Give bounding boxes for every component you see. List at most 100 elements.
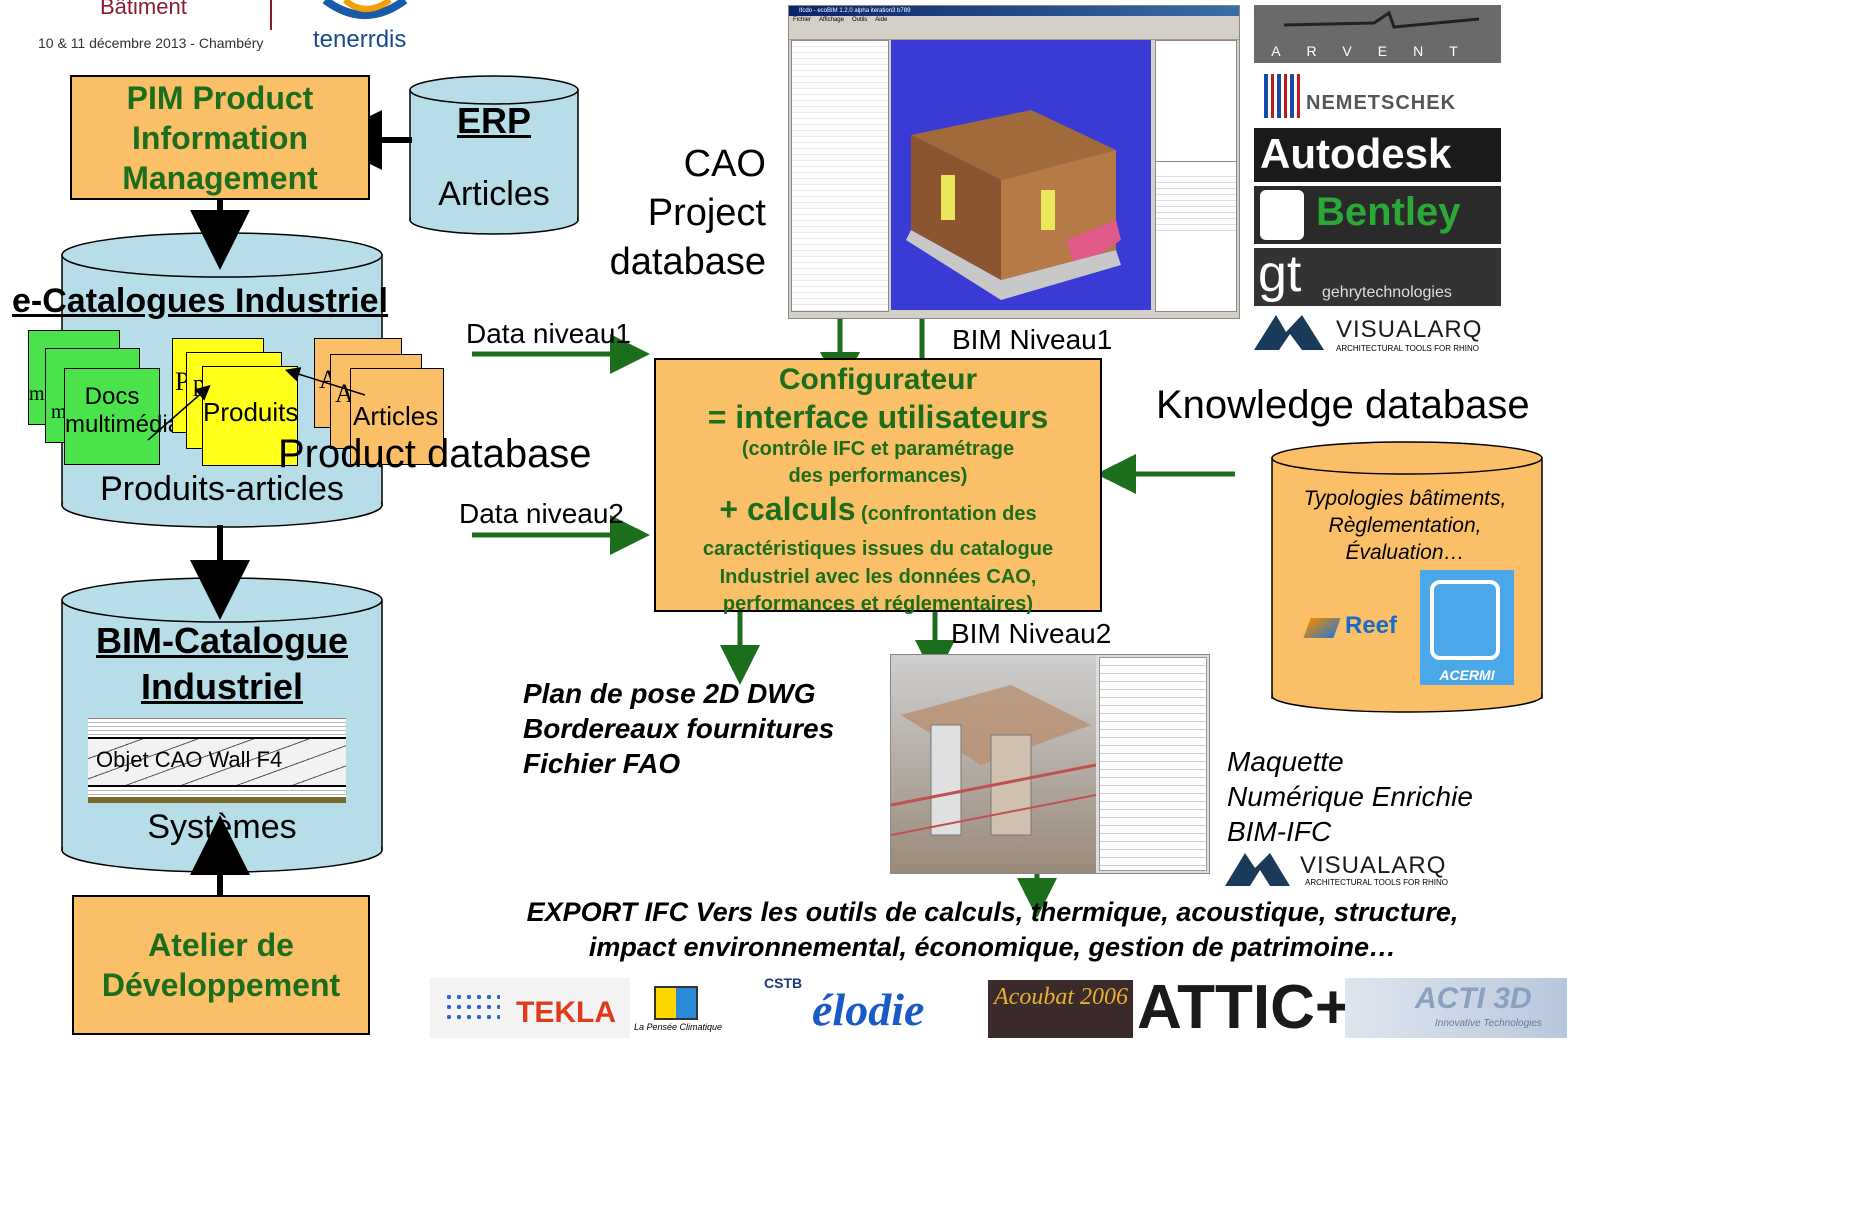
visualarq-mark-icon	[1225, 853, 1290, 886]
pensee-climatique-logo: La Pensée Climatique	[634, 982, 758, 1038]
cao-project-label: CAO Project database	[609, 143, 766, 283]
produits-articles-label: Produits-articles	[100, 470, 344, 508]
wall-object-base	[88, 797, 346, 803]
nemetschek-bars-icon	[1264, 74, 1300, 118]
configurateur-line4: des performances)	[788, 465, 968, 487]
gehrytechnologies-text: gehrytechnologies	[1322, 284, 1452, 301]
bim2-side-panel	[1099, 657, 1207, 871]
cao-3d-viewport	[891, 40, 1151, 310]
cao-menu-aide: Aide	[875, 17, 888, 23]
erp-cylinder	[409, 75, 579, 235]
knowledge-db-title: Knowledge database	[1156, 383, 1530, 427]
visualarq-logo: VISUALARQ ARCHITECTURAL TOOLS FOR RHINO	[1254, 310, 1504, 354]
maquette-line2: Numérique Enrichie	[1227, 781, 1473, 812]
pim-box: PIM Product Information Management	[70, 75, 370, 200]
acermi-frame-icon	[1430, 580, 1500, 660]
knowledge-line2: Règlementation,	[1328, 514, 1482, 537]
ecatalogue-title: e-Catalogues Industriel	[12, 282, 388, 320]
cao-app-titlebar: Ifcdo - ecoBIM 1.2.0 alpha iteration3 b7…	[789, 6, 1239, 16]
bentley-text: Bentley	[1316, 190, 1461, 234]
doc-sheet-back-letter: m	[29, 383, 45, 405]
reef-logo: Reef	[1303, 610, 1415, 646]
bim-niveau2-label: BIM Niveau2	[951, 618, 1112, 649]
acoubat-text: Acoubat 2006	[994, 984, 1128, 1010]
cao-app-screenshot: Ifcdo - ecoBIM 1.2.0 alpha iteration3 b7…	[788, 5, 1240, 319]
reef-icon	[1303, 618, 1341, 638]
event-date: 10 & 11 décembre 2013 - Chambéry	[38, 35, 264, 51]
configurateur-calculs: + calculs	[719, 491, 856, 527]
event-title: Bâtiment	[100, 0, 187, 19]
reef-text: Reef	[1345, 612, 1398, 639]
bentley-logo: Bentley	[1254, 186, 1501, 244]
product-database-overlay: Product database	[278, 432, 592, 476]
autodesk-logo: Autodesk	[1254, 128, 1501, 182]
bim2-screenshot	[890, 654, 1210, 874]
bim2-3d-view	[891, 655, 1097, 873]
acermi-text: ACERMI	[1439, 667, 1495, 683]
nemetschek-text: NEMETSCHEK	[1306, 92, 1457, 114]
wall-frame-model-icon	[891, 685, 1097, 836]
data-niveau1-label: Data niveau1	[466, 318, 632, 349]
visualarq-text: VISUALARQ	[1336, 316, 1483, 343]
arvent-logo: ARVENT	[1254, 5, 1501, 63]
bentley-b-icon	[1260, 190, 1304, 240]
tekla-logo: TEKLA	[430, 978, 630, 1038]
erp-title: ERP	[456, 100, 532, 141]
configurateur-line3: (contrôle IFC et paramétrage	[741, 438, 1015, 460]
autodesk-text: Autodesk	[1260, 130, 1452, 177]
tenerrdis-logo: tenerrdis	[305, 0, 425, 60]
doc-sheet-mid-letter: m	[51, 401, 67, 423]
maquette-line1: Maquette	[1227, 746, 1344, 777]
attic-logo: ATTIC+	[1133, 973, 1351, 1042]
bim-catalogue-title-2: Industriel	[140, 666, 304, 707]
elodie-text: élodie	[812, 984, 925, 1035]
cstb-text: CSTB	[764, 975, 803, 991]
arvent-wave-icon	[1283, 10, 1480, 29]
configurateur-line2: = interface utilisateurs	[707, 399, 1049, 435]
cao-tree-panel	[791, 40, 889, 312]
visualarq-subtext: ARCHITECTURAL TOOLS FOR RHINO	[1336, 344, 1479, 353]
attic-text: ATTIC+	[1137, 973, 1352, 1042]
tenerrdis-swirl-icon	[322, 0, 408, 19]
output-bordereaux: Bordereaux fournitures	[523, 713, 835, 744]
atelier-label: Atelier de Développement	[101, 927, 341, 1003]
data-niveau2-label: Data niveau2	[459, 498, 625, 529]
pensee-climatique-text: La Pensée Climatique	[634, 1022, 723, 1032]
arvent-text: ARVENT	[1271, 43, 1484, 59]
gehry-logo: gt gehrytechnologies	[1254, 245, 1501, 306]
visualarq-small-subtext: ARCHITECTURAL TOOLS FOR RHINO	[1305, 878, 1448, 887]
pim-box-label: PIM Product Information Management	[122, 79, 318, 196]
configurateur-confrontation: (confrontation des	[855, 503, 1037, 525]
produit-sheet-front: Produits	[202, 366, 298, 466]
erp-subtitle: Articles	[438, 175, 550, 213]
tekla-text: TEKLA	[516, 996, 616, 1029]
cao-app-menubar: Fichier Affichage Outils Aide	[789, 16, 1239, 25]
cao-menu-fichier: Fichier	[793, 17, 812, 23]
acermi-logo: ACERMI	[1420, 570, 1514, 685]
output-plan-de-pose: Plan de pose 2D DWG	[523, 678, 816, 709]
nemetschek-logo: NEMETSCHEK	[1254, 66, 1501, 124]
visualarq-logo-icon	[1254, 315, 1324, 350]
configurateur-line8: performances et réglementaires)	[722, 593, 1034, 615]
bim-niveau1-label: BIM Niveau1	[952, 324, 1113, 355]
doc-connector-lines	[147, 367, 366, 441]
configurateur-title: Configurateur	[778, 363, 978, 396]
visualarq-small-text: VISUALARQ	[1300, 852, 1447, 879]
pensee-climatique-icon	[654, 986, 698, 1020]
knowledge-text: Typologies bâtiments, Règlementation, Év…	[1280, 485, 1530, 566]
acoubat-logo: Acoubat 2006	[988, 980, 1133, 1038]
configurateur-box: Configurateur = interface utilisateurs (…	[654, 358, 1102, 615]
produits-label: Produits	[203, 397, 299, 427]
article-sheet-front: Articles	[350, 368, 444, 465]
export-line-2: impact environnemental, économique, gest…	[588, 932, 1397, 962]
configurateur-line5: + calculs (confrontation des	[656, 490, 1100, 535]
cao-app-toolbar	[789, 25, 1239, 40]
event-logo: Bâtiment	[30, 0, 272, 30]
configurateur-line7: Industriel avec les données CAO,	[719, 566, 1037, 588]
maquette-line3: BIM-IFC	[1227, 816, 1332, 847]
tekla-star-icon	[444, 992, 500, 1022]
maquette-label: Maquette Numérique Enrichie BIM-IFC	[1227, 744, 1473, 849]
produit-sheet-back-letter: P	[175, 367, 190, 396]
gt-text: gt	[1258, 245, 1302, 303]
systemes-label: Systèmes	[147, 808, 297, 846]
